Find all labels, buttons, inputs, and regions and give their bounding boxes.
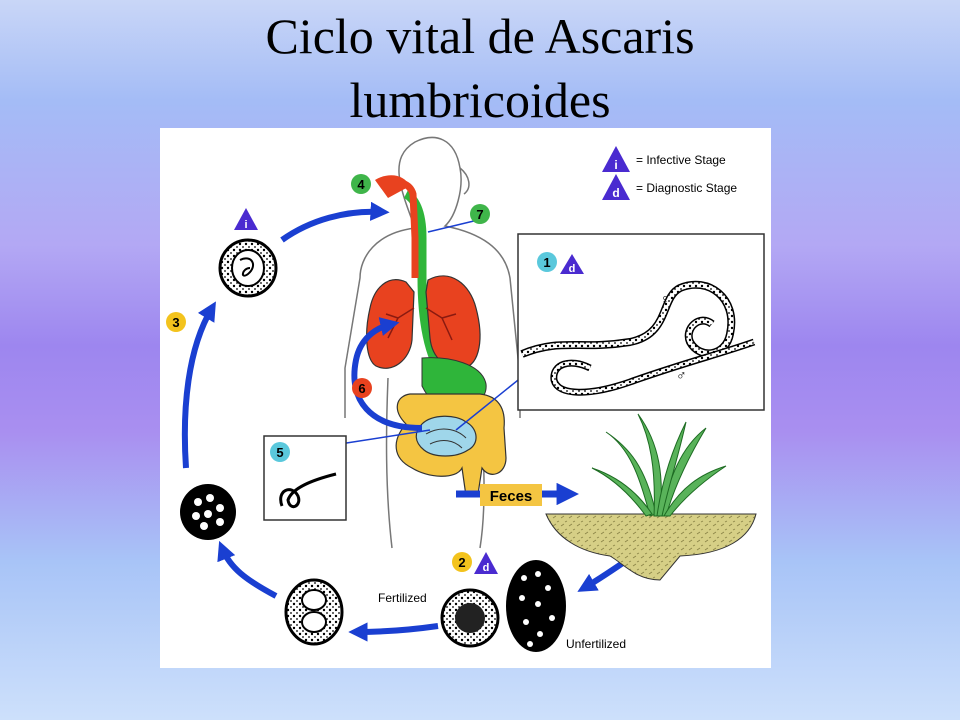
step-5: 5 xyxy=(270,442,290,462)
legend: i = Infective Stage d = Diagnostic Stage xyxy=(602,146,737,200)
step-4: 4 xyxy=(351,174,371,194)
small-intestine xyxy=(415,415,477,457)
egg-fertilized xyxy=(440,588,500,648)
soil xyxy=(545,513,757,581)
migration-arrow xyxy=(351,317,423,431)
diagnostic-marker-2: d xyxy=(474,552,498,574)
grass xyxy=(591,413,727,517)
step-2: 2 xyxy=(452,552,472,572)
fertilized-label: Fertilized xyxy=(378,591,427,605)
legend-infective-symbol: i xyxy=(614,158,617,172)
svg-text:3: 3 xyxy=(172,315,179,330)
nasal-cavity xyxy=(375,175,410,198)
diagram-svg: Feces ♀ ♂ xyxy=(166,136,765,652)
title-line-1: Ciclo vital de Ascaris xyxy=(265,8,695,64)
step-3: 3 xyxy=(166,312,186,332)
step-7: 7 xyxy=(470,204,490,224)
egg-multicell xyxy=(180,484,236,540)
adult-worms-box: ♀ ♂ xyxy=(517,233,765,411)
svg-text:4: 4 xyxy=(357,177,365,192)
egg-embryonated xyxy=(218,238,278,298)
egg-unfertilized xyxy=(506,560,566,652)
svg-text:5: 5 xyxy=(276,445,283,460)
feces-label: Feces xyxy=(490,488,533,505)
legend-infective-label: = Infective Stage xyxy=(636,153,726,167)
female-symbol: ♀ xyxy=(660,291,671,307)
legend-diagnostic-symbol: d xyxy=(612,186,619,200)
life-cycle-diagram: Feces ♀ ♂ xyxy=(160,128,771,668)
step-6: 6 xyxy=(352,378,372,398)
svg-text:2: 2 xyxy=(458,555,465,570)
svg-text:7: 7 xyxy=(476,207,483,222)
svg-text:d: d xyxy=(483,562,490,574)
step-1: 1 xyxy=(537,252,557,272)
diagnostic-marker-1: d xyxy=(560,254,584,275)
svg-text:1: 1 xyxy=(543,255,550,270)
larva-box xyxy=(263,435,347,521)
slide-title: Ciclo vital de Ascaris lumbricoides xyxy=(0,4,960,132)
feces-arrow: Feces xyxy=(456,482,579,506)
svg-text:d: d xyxy=(569,263,576,275)
title-line-2: lumbricoides xyxy=(349,72,611,128)
male-symbol: ♂ xyxy=(676,367,687,383)
svg-text:i: i xyxy=(244,219,247,231)
legend-diagnostic-label: = Diagnostic Stage xyxy=(636,181,737,195)
unfertilized-label: Unfertilized xyxy=(566,637,626,651)
infective-marker: i xyxy=(234,208,258,231)
right-lung xyxy=(425,275,481,369)
svg-text:6: 6 xyxy=(358,381,365,396)
egg-two-cell xyxy=(284,578,344,646)
